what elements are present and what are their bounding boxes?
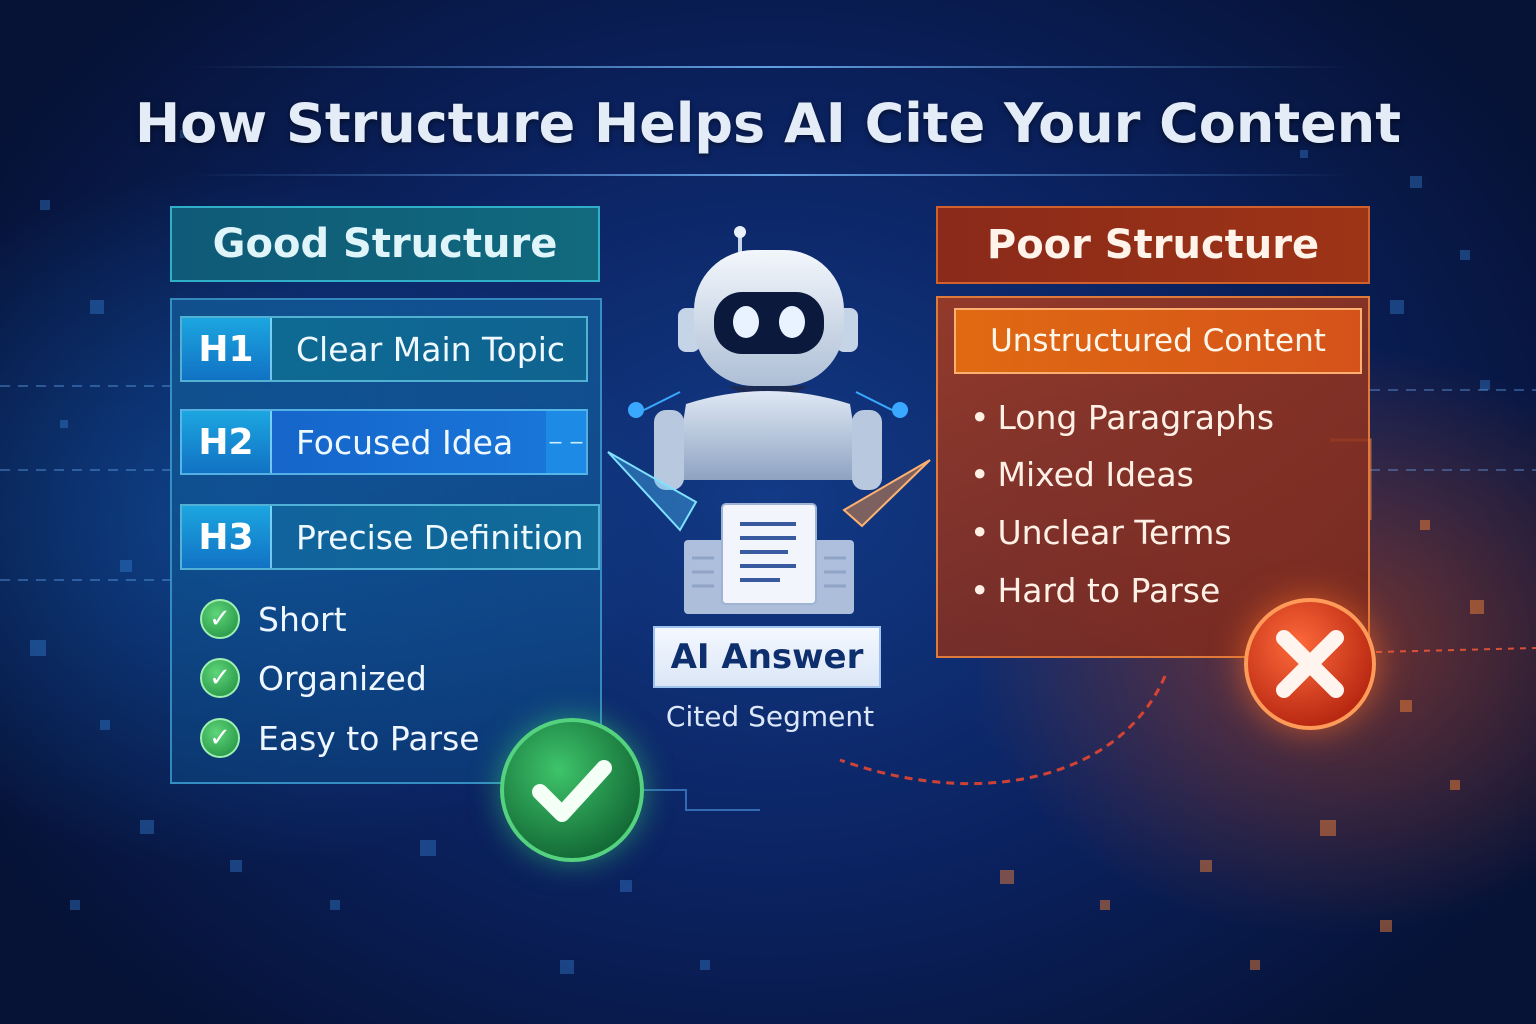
check-item-easy-to-parse: ✓ Easy to Parse <box>200 718 480 758</box>
heading-text-h1: Clear Main Topic <box>296 329 566 369</box>
ai-answer-box: AI Answer <box>653 626 881 688</box>
title-rule-top <box>190 66 1350 68</box>
poor-bullet-text: Long Paragraphs <box>997 398 1275 437</box>
heading-row-h3: H3 Precise Definition <box>180 504 600 570</box>
good-structure-header: Good Structure <box>170 206 600 282</box>
check-item-organized: ✓ Organized <box>200 658 427 698</box>
success-checkmark-icon <box>500 718 644 862</box>
heading-row-h1: H1 Clear Main Topic <box>180 316 588 382</box>
poor-bullet-text: Mixed Ideas <box>997 455 1194 494</box>
unstructured-content-label: Unstructured Content <box>954 308 1362 374</box>
dash-mark-icon: ‒ ‒ <box>546 411 586 473</box>
checkmark-icon: ✓ <box>200 599 240 639</box>
title-rule-bottom <box>190 174 1350 176</box>
heading-row-h2: H2 Focused Idea ‒ ‒ <box>180 409 588 475</box>
check-item-label: Organized <box>258 658 427 698</box>
good-structure-title: Good Structure <box>212 221 558 267</box>
heading-text-h2: Focused Idea <box>296 422 514 462</box>
poor-bullet-item: •Hard to Parse <box>970 571 1221 610</box>
poor-bullet-text: Hard to Parse <box>997 571 1221 610</box>
error-x-icon <box>1244 598 1376 730</box>
unstructured-content-text: Unstructured Content <box>990 323 1326 359</box>
heading-text-h3: Precise Definition <box>296 517 584 557</box>
check-item-label: Easy to Parse <box>258 718 480 758</box>
robot-icon <box>607 226 931 532</box>
check-item-short: ✓ Short <box>200 599 347 639</box>
heading-tag-h2: H2 <box>182 411 272 473</box>
poor-structure-header: Poor Structure <box>936 206 1370 284</box>
heading-tag-h3: H3 <box>182 506 272 568</box>
poor-structure-title: Poor Structure <box>986 222 1320 268</box>
page-title: How Structure Helps AI Cite Your Content <box>134 92 1402 155</box>
cited-segment-caption: Cited Segment <box>665 700 875 733</box>
poor-bullet-item: •Mixed Ideas <box>970 455 1194 494</box>
document-icon <box>684 503 854 614</box>
poor-bullet-item: •Long Paragraphs <box>970 398 1275 437</box>
check-item-label: Short <box>258 599 347 639</box>
poor-bullet-text: Unclear Terms <box>997 513 1232 552</box>
checkmark-icon: ✓ <box>200 718 240 758</box>
checkmark-icon: ✓ <box>200 658 240 698</box>
poor-bullet-item: •Unclear Terms <box>970 513 1232 552</box>
ai-answer-label: AI Answer <box>670 637 864 677</box>
heading-tag-h1: H1 <box>182 318 272 380</box>
